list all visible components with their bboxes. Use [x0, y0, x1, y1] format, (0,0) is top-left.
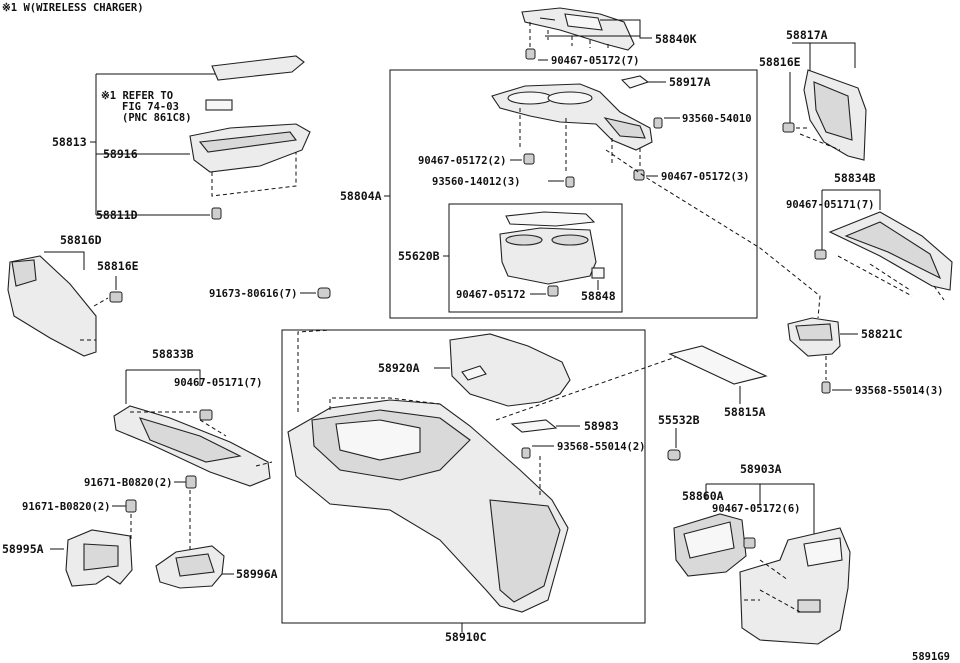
part-clip-90467-05172-2 [523, 153, 535, 165]
label-93560-54010: 93560-54010 [682, 113, 752, 125]
part-58995A-bracket [65, 529, 133, 587]
footer-code: 5891G9 [912, 651, 950, 663]
part-58816E-clip-left [109, 291, 123, 303]
part-clip-58833B [199, 409, 213, 421]
label-90467-05172-3: 90467-05172(3) [661, 171, 750, 183]
refer-note-line1: ※1 REFER TO [101, 90, 173, 102]
label-58811D: 58811D [96, 208, 138, 222]
assembly-box-55620B [448, 203, 623, 313]
part-58817A-side-trim [803, 69, 867, 161]
part-58815A-mat [668, 345, 768, 385]
label-93568-55014-2: 93568-55014(2) [557, 441, 646, 453]
assembly-box-58804A [389, 69, 758, 319]
label-91671-B0820-2-a: 91671-B0820(2) [84, 477, 173, 489]
label-58816E-top: 58816E [759, 55, 801, 69]
label-58917A: 58917A [669, 75, 711, 89]
part-58903A-rear-panel [739, 527, 851, 645]
label-58916: 58916 [103, 147, 138, 161]
part-58916-upper-tray [211, 55, 305, 81]
part-bolt-91671-a [185, 475, 197, 489]
part-58917A-cap [620, 75, 650, 89]
assembly-box-58910C [281, 329, 646, 624]
part-58840K-console-panel [521, 7, 635, 51]
label-58840K: 58840K [655, 32, 697, 46]
label-93568-55014-3: 93568-55014(3) [855, 385, 944, 397]
part-58816D-side-trim [7, 255, 97, 357]
part-screw-93568-55014-2 [521, 447, 531, 459]
part-screw-93568-55014-3 [821, 381, 831, 394]
label-90467-05172: 90467-05172 [456, 289, 526, 301]
part-55532B-plug [667, 449, 681, 461]
label-58815A: 58815A [724, 405, 766, 419]
label-58834B: 58834B [834, 171, 876, 185]
part-58821C-pocket [787, 317, 841, 357]
label-58995A: 58995A [2, 542, 44, 556]
part-clip-58834B [814, 249, 827, 260]
part-screw-93560-14012 [565, 176, 575, 188]
label-58996A: 58996A [236, 567, 278, 581]
label-90467-05171-7-left: 90467-05171(7) [174, 377, 263, 389]
label-90467-05171-7-right: 90467-05171(7) [786, 199, 875, 211]
part-screw-93560-54010 [653, 117, 663, 129]
part-58860A-vent-duct [673, 513, 747, 577]
part-58811D-clip [211, 207, 222, 220]
part-58834B-side-trim [828, 211, 953, 291]
label-91673-80616-7: 91673-80616(7) [209, 288, 298, 300]
label-58860A: 58860A [682, 489, 724, 503]
label-93560-14012-3: 93560-14012(3) [432, 176, 521, 188]
part-55620B-cup-holder [499, 211, 597, 285]
label-90467-05172-2: 90467-05172(2) [418, 155, 507, 167]
part-58983-plate [510, 419, 558, 433]
label-58983: 58983 [584, 419, 619, 433]
part-58848-plug [591, 267, 605, 279]
part-clip-top [525, 48, 536, 60]
refer-note-line3: (PNC 861C8) [122, 112, 192, 124]
label-90467-05172-7: 90467-05172(7) [551, 55, 640, 67]
label-91671-B0820-2-b: 91671-B0820(2) [22, 501, 111, 513]
label-55620B: 55620B [398, 249, 440, 263]
part-58920A-armrest [449, 333, 571, 407]
part-bolt-91671-b [125, 499, 137, 513]
part-58816E-clip-top [782, 122, 795, 133]
label-58813: 58813 [52, 135, 87, 149]
label-58817A: 58817A [786, 28, 828, 42]
part-58910C-console-body [287, 399, 569, 613]
label-58816E-left: 58816E [97, 259, 139, 273]
label-58804A: 58804A [340, 189, 382, 203]
part-58833B-side-trim [113, 405, 271, 487]
refer-note-line2: FIG 74-03 [122, 101, 179, 113]
header-note: ※1 W(WIRELESS CHARGER) [2, 2, 144, 14]
label-55532B: 55532B [658, 413, 700, 427]
part-clip-55620B [547, 285, 559, 297]
label-90467-05172-6: 90467-05172(6) [712, 503, 801, 515]
label-58816D: 58816D [60, 233, 102, 247]
label-58848: 58848 [581, 289, 616, 303]
label-58910C: 58910C [445, 630, 487, 644]
part-58916-tray [189, 123, 311, 173]
part-58996A-bracket [155, 545, 225, 589]
label-58903A: 58903A [740, 462, 782, 476]
label-58821C: 58821C [861, 327, 903, 341]
part-bolt-91673 [317, 287, 331, 299]
part-clip-58903A [743, 537, 756, 549]
label-58833B: 58833B [152, 347, 194, 361]
part-58804A-upper-panel [491, 83, 653, 151]
part-clip-90467-05172-3 [633, 169, 645, 181]
part-wireless-pad [205, 99, 233, 111]
label-58920A: 58920A [378, 361, 420, 375]
